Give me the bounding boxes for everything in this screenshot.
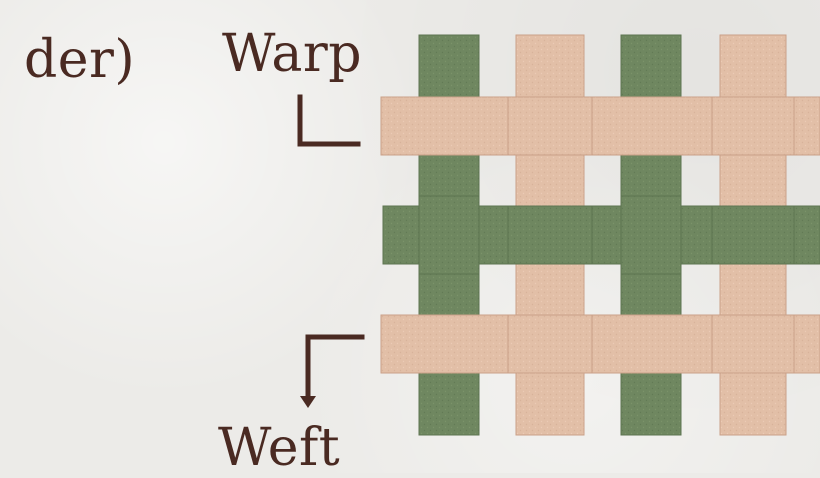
weft-indicator-arrowhead [300, 396, 316, 408]
weft-green-over-tan-2 [712, 206, 794, 264]
weft-tan-2-over-segment-b [712, 315, 794, 373]
weft-tan-1-over-segment-a [508, 97, 592, 155]
warp-indicator-line [300, 97, 358, 144]
weft-tan-2-over-segment-a [508, 315, 592, 373]
warp-green-1-over-segment [419, 196, 479, 274]
warp-green-2-over-segment [621, 196, 681, 274]
weft-tan-1-over-segment-b [712, 97, 794, 155]
weft-indicator-line [308, 337, 362, 398]
weft-green-over-tan-1 [508, 206, 592, 264]
